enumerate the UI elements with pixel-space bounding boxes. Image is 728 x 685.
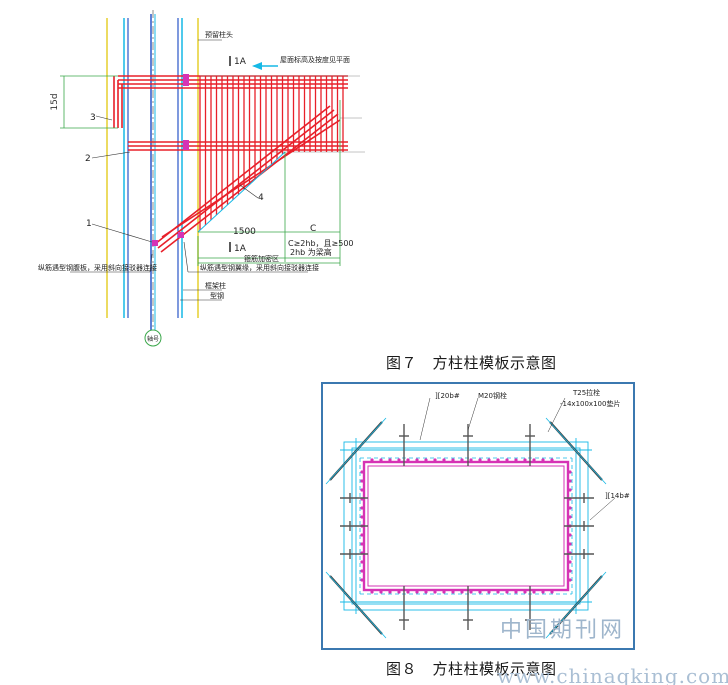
num-2-label: 2	[85, 154, 91, 164]
figure7-caption: 图７ 方柱柱模板示意图	[386, 354, 557, 372]
section-top-label: 1A	[234, 57, 247, 67]
bolt-label: M20钢栓	[478, 391, 507, 400]
column-label: 框架柱	[205, 281, 226, 290]
plate-label: -14x100x100垫片	[560, 399, 620, 408]
bolt-dots	[360, 458, 572, 594]
axis-label: 轴号	[147, 335, 159, 343]
rod-label: T25拉栓	[572, 388, 600, 397]
channel-top-label: ][20b#	[435, 392, 460, 400]
figure8-caption: 图８ 方柱柱模板示意图	[386, 660, 557, 678]
num-3-label: 3	[90, 113, 96, 123]
top-col-label: 预留柱头	[205, 30, 233, 39]
watermark-url: www.chinaqking.com	[497, 664, 728, 685]
num-1-label: 1	[86, 219, 92, 229]
channel-right-label: ][14b#	[605, 492, 630, 500]
left-note-label: 纵筋遇型钢腹板，采用斜向接驳器连接	[38, 263, 157, 272]
cond-label: C≥2hb，且≥500	[288, 239, 354, 248]
steel-label: 型钢	[210, 291, 224, 300]
dim-1500-label: 1500	[233, 227, 256, 237]
num-4-label: 4	[258, 193, 264, 203]
dim-c-label: C	[310, 224, 316, 234]
haunch-rebars	[154, 105, 341, 253]
section-bottom-label: 1A	[234, 244, 247, 254]
figure8-drawing: ][20b# M20钢栓 T25拉栓 -14x100x100垫片 ][14b#	[321, 382, 635, 650]
dim-15d-label: 15d	[50, 93, 60, 110]
tie-bolts	[340, 424, 594, 630]
roof-label: 屋面标高及按度见平面	[280, 55, 350, 64]
coupler-markers	[152, 74, 189, 246]
right-note-label: 纵筋遇型钢翼缘，采用斜向接驳器连接	[200, 263, 319, 272]
watermark-cn: 中国期刊网	[500, 618, 626, 643]
stirrup-zone-label: 箍筋加密区	[244, 254, 279, 263]
figure7-drawing: 15d 预留柱头 1A 屋面标高及按度见平面 3	[38, 10, 365, 347]
cond2-label: 2hb 为梁高	[290, 247, 332, 257]
